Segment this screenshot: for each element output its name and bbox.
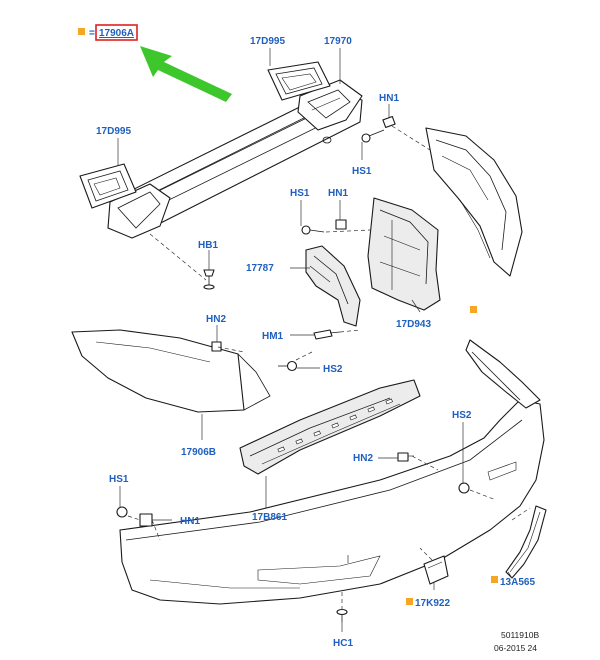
- callout-17D943[interactable]: 17D943: [396, 319, 431, 330]
- fastener-HM1[interactable]: [313, 329, 341, 340]
- callout-17787[interactable]: 17787: [246, 263, 274, 274]
- trim-strip-13A565[interactable]: [505, 505, 547, 579]
- fastener-HC1[interactable]: [336, 608, 348, 623]
- callout-17D995-left[interactable]: 17D995: [96, 126, 131, 137]
- callout-17906B[interactable]: 17906B: [181, 447, 216, 458]
- callout-HN2-lower[interactable]: HN2: [353, 453, 373, 464]
- crash-pad-lower[interactable]: [79, 163, 137, 209]
- callout-17D995-top[interactable]: 17D995: [250, 36, 285, 47]
- callout-HS2-upper[interactable]: HS2: [323, 364, 343, 375]
- fastener-HN1-mid[interactable]: [335, 219, 347, 230]
- callout-HN1-lower[interactable]: HN1: [180, 516, 200, 527]
- header-equals-sign: =: [89, 28, 95, 39]
- doc-number: 5011910B: [501, 630, 539, 640]
- bumper-cover-main[interactable]: [119, 339, 545, 605]
- callout-HS1-upper[interactable]: HS1: [352, 166, 372, 177]
- callout-HN1-upper[interactable]: HN1: [379, 93, 399, 104]
- bracket-17K922[interactable]: [423, 555, 449, 585]
- callout-HS1-mid[interactable]: HS1: [290, 188, 310, 199]
- doc-date: 06-2015 24: [494, 643, 537, 653]
- marker-icon-17K922: [406, 598, 413, 605]
- highlighted-part-link[interactable]: 17906A: [99, 28, 134, 39]
- callout-HN2-upper[interactable]: HN2: [206, 314, 226, 325]
- callout-HB1[interactable]: HB1: [198, 240, 218, 251]
- fastener-HN2-lower[interactable]: [397, 452, 414, 462]
- highlight-box: [95, 24, 138, 41]
- pointer-arrow-icon: [140, 46, 232, 102]
- callout-17970[interactable]: 17970: [324, 36, 352, 47]
- crash-pad-upper[interactable]: [267, 61, 331, 101]
- leader-lines: [117, 48, 513, 632]
- callout-17B861[interactable]: 17B861: [252, 512, 287, 523]
- energy-absorber-17D943[interactable]: [367, 197, 441, 311]
- fastener-HS1-mid[interactable]: [301, 225, 325, 235]
- callout-HS2-lower[interactable]: HS2: [452, 410, 472, 421]
- marker-icon-13A565: [491, 576, 498, 583]
- callout-HN1-mid[interactable]: HN1: [328, 188, 348, 199]
- callout-17K922[interactable]: 17K922: [415, 598, 450, 609]
- reinforcement-17B861-slots: [277, 398, 393, 453]
- side-bracket-right[interactable]: [425, 127, 523, 277]
- fastener-HS2-lower[interactable]: [458, 482, 470, 494]
- fastener-HS2-upper[interactable]: [278, 360, 298, 372]
- fastener-HS1-lower[interactable]: [116, 506, 128, 518]
- fastener-HN1-lower[interactable]: [139, 513, 153, 527]
- bumper-beam[interactable]: [107, 79, 363, 239]
- callout-13A565[interactable]: 13A565: [500, 577, 535, 588]
- header-marker-icon: [78, 28, 85, 35]
- assembly-dashed-lines: [127, 125, 531, 610]
- fastener-HB1[interactable]: [203, 269, 215, 290]
- callout-HM1[interactable]: HM1: [262, 331, 284, 342]
- bumper-cover-left-end[interactable]: [71, 329, 271, 413]
- marker-icon-17D943: [470, 306, 477, 313]
- fastener-HN2-upper[interactable]: [211, 341, 222, 352]
- callout-HC1[interactable]: HC1: [333, 638, 353, 649]
- fastener-HS1-upper[interactable]: [361, 129, 385, 143]
- bracket-17787[interactable]: [305, 245, 361, 327]
- reinforcement-17B861[interactable]: [239, 379, 421, 475]
- callout-HS1-lower[interactable]: HS1: [109, 474, 129, 485]
- fastener-HN1-upper[interactable]: [382, 115, 396, 129]
